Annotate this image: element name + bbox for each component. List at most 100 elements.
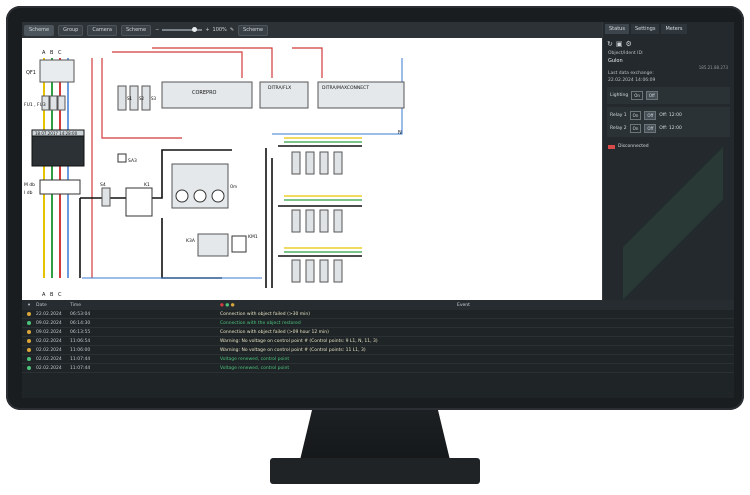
log-date: 22.02.2024 xyxy=(36,311,62,317)
lighting-group: Lighting On Off xyxy=(607,87,730,104)
background-decoration xyxy=(623,142,723,300)
qf1-breaker xyxy=(39,59,75,83)
log-status-filters[interactable]: ● ● ● xyxy=(110,303,235,308)
matrix-green-bus xyxy=(284,141,362,253)
save-icon[interactable]: ▣ xyxy=(615,40,623,48)
log-date: 02.02.2024 xyxy=(36,347,62,353)
tab-settings[interactable]: Settings xyxy=(630,24,660,34)
phase-b-label-bottom: B xyxy=(50,292,54,298)
meter-values-box xyxy=(39,179,81,195)
log-header-time[interactable]: Time xyxy=(70,302,82,308)
log-status-icon xyxy=(22,366,36,370)
zoom-slider[interactable] xyxy=(162,27,203,32)
camera-tab-button[interactable]: Camera xyxy=(87,24,117,36)
k1-label: K1 xyxy=(144,182,150,188)
zoom-in-icon[interactable]: + xyxy=(205,27,210,33)
fuse-2 xyxy=(49,95,58,111)
log-time: 11:06:00 xyxy=(70,347,91,353)
om-label: Om xyxy=(230,184,237,189)
tab-meters[interactable]: Meters xyxy=(661,24,687,34)
scheme-tab-button[interactable]: Scheme xyxy=(24,24,55,36)
km1-label: KM1 xyxy=(248,234,258,240)
sa3-switch xyxy=(117,153,127,163)
s2-breaker xyxy=(129,85,139,111)
log-row[interactable]: 09.02.2024 06:14:30 Connection with the ob… xyxy=(22,319,734,328)
settings-icon[interactable]: ⚙ xyxy=(625,40,632,48)
matrix-busbars xyxy=(278,145,362,257)
group-tab-button[interactable]: Group xyxy=(58,24,84,36)
sa3-label: SA3 xyxy=(128,158,137,164)
relay-1-off-toggle[interactable]: Off xyxy=(644,111,657,120)
zoom-slider-knob[interactable] xyxy=(192,27,198,32)
last-exchange-label: Last data exchange: xyxy=(608,71,654,76)
log-message: Connection with object failed (>30 min) xyxy=(220,311,310,317)
log-date: 02.02.2024 xyxy=(36,365,62,371)
relay-2-off-toggle[interactable]: Off xyxy=(644,124,657,133)
meter-clock-bar xyxy=(31,129,85,137)
log-status-icon xyxy=(22,339,36,343)
s4-label: S4 xyxy=(100,182,106,188)
meter-dial-1 xyxy=(175,189,189,203)
breaker-matrix xyxy=(291,151,343,283)
edit-icon[interactable]: ✎ xyxy=(229,27,235,33)
phase-c-label-bottom: C xyxy=(58,292,62,298)
log-message: Connection with the object restored xyxy=(220,320,301,326)
filter-error-icon[interactable]: ● xyxy=(220,302,224,308)
corepro-label: COREPRO xyxy=(192,90,217,96)
relay-group: Relay 1 On Off Off: 12:00 Relay 2 On Off… xyxy=(607,107,730,137)
zoom-out-icon[interactable]: − xyxy=(155,27,160,33)
ditramaxconnect-block xyxy=(317,81,405,109)
relay-2-on-toggle[interactable]: On xyxy=(629,124,642,133)
tab-status[interactable]: Status xyxy=(605,24,629,34)
matrix-yellow-bus xyxy=(284,137,362,249)
relay-1-label: Relay 1 xyxy=(610,113,627,118)
s3-label: S3 xyxy=(151,96,157,101)
log-date: 09.02.2024 xyxy=(36,320,62,326)
s3-breaker xyxy=(141,85,151,111)
relay-1-on-toggle[interactable]: On xyxy=(629,111,642,120)
filter-ok-icon[interactable]: ● xyxy=(225,302,230,308)
neutral-label: N xyxy=(398,130,402,136)
log-filter-icon[interactable]: ▾ xyxy=(27,302,31,308)
status-panel: Status Settings Meters ↻ ▣ ⚙ Object/Iden… xyxy=(602,22,734,300)
lighting-on-toggle[interactable]: On xyxy=(631,91,643,100)
log-status-icon xyxy=(22,321,36,325)
log-header-event[interactable]: Event xyxy=(457,302,470,308)
lighting-off-toggle[interactable]: Off xyxy=(645,91,658,100)
ditramaxconnect-label: DITRA/MAXCONNECT xyxy=(322,85,369,91)
filter-warning-icon[interactable]: ● xyxy=(230,302,235,308)
relay-row-2: Relay 2 On Off Off: 12:00 xyxy=(610,122,727,135)
qf1-label: QF1 xyxy=(26,70,36,76)
panel-toolbar: ↻ ▣ ⚙ xyxy=(603,34,734,50)
k3a-module xyxy=(197,233,229,257)
scheme-toggle-button[interactable]: Scheme xyxy=(238,24,269,36)
log-time: 11:07:44 xyxy=(70,365,91,371)
fuse-1 xyxy=(41,95,50,111)
meter-dial-2 xyxy=(193,189,207,203)
zoom-level: 100% xyxy=(212,27,227,33)
log-status-icon xyxy=(22,357,36,361)
scheme-view-button[interactable]: Scheme xyxy=(120,24,152,36)
connection-indicator-icon xyxy=(608,144,615,149)
log-status-icon xyxy=(22,348,36,352)
corepro-block xyxy=(161,81,253,109)
log-date: 09.02.2024 xyxy=(36,329,62,335)
log-date: 02.02.2024 xyxy=(36,338,62,344)
log-date: 02.02.2024 xyxy=(36,356,62,362)
zoom-control: − + 100% ✎ xyxy=(155,27,234,33)
log-header-date[interactable]: Date xyxy=(36,302,47,308)
log-time: 06:14:30 xyxy=(70,320,91,326)
fuse-3 xyxy=(57,95,66,111)
refresh-icon[interactable]: ↻ xyxy=(607,40,613,48)
object-label: Object/Ident ID: xyxy=(608,51,644,56)
relay-2-time: Off: 12:00 xyxy=(659,126,682,131)
last-exchange-value: 22.02.2024 14:06:09 xyxy=(608,78,656,83)
scheme-canvas[interactable]: A B C A B C QF1 FU1 , FU3 18.07.2017 14:… xyxy=(22,38,602,300)
